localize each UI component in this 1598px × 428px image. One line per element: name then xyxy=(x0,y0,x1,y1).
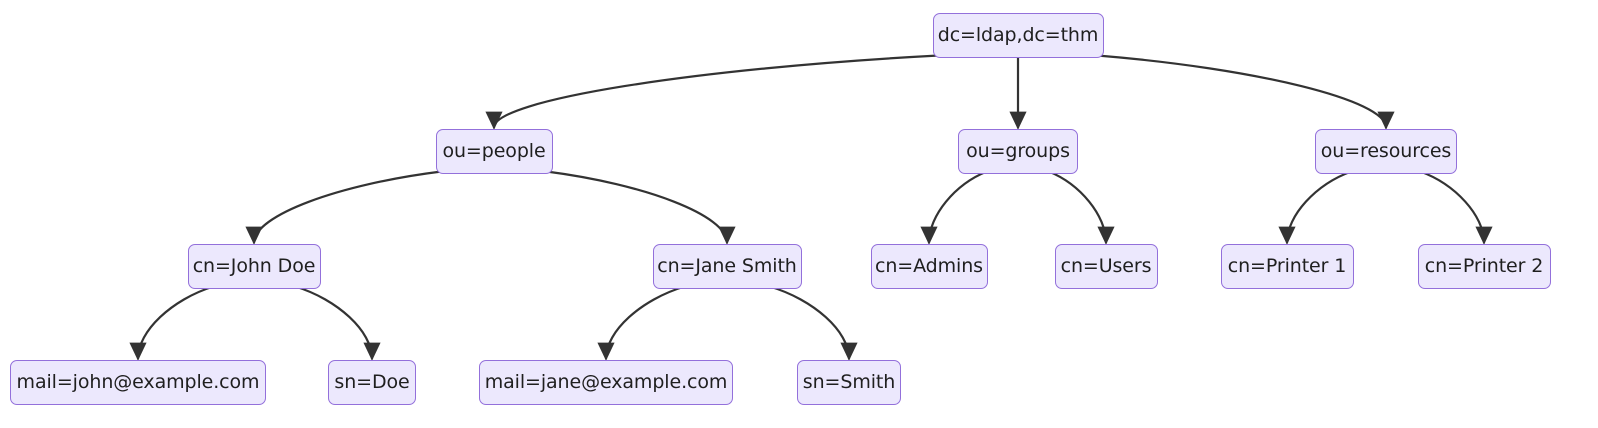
node-people[interactable]: ou=people xyxy=(435,128,553,174)
node-label-printer2: cn=Printer 2 xyxy=(1424,254,1544,277)
node-johnmail[interactable]: mail=john@example.com xyxy=(10,359,266,405)
node-label-johnmail: mail=john@example.com xyxy=(16,370,260,393)
edge-resources-to-printer2 xyxy=(1419,170,1493,245)
edge-jane-to-janemail xyxy=(597,285,686,361)
node-groups[interactable]: ou=groups xyxy=(958,128,1078,174)
node-label-johnsn: sn=Doe xyxy=(334,370,410,393)
node-admins[interactable]: cn=Admins xyxy=(870,243,988,289)
node-label-janemail: mail=jane@example.com xyxy=(484,370,728,393)
edge-people-to-jane xyxy=(545,170,736,245)
node-label-groups: ou=groups xyxy=(966,139,1070,162)
node-jane[interactable]: cn=Jane Smith xyxy=(652,243,802,289)
edge-groups-to-users xyxy=(1047,170,1115,245)
edge-people-to-john xyxy=(245,170,443,245)
node-users[interactable]: cn=Users xyxy=(1054,243,1158,289)
edge-root-to-people xyxy=(485,54,940,130)
node-label-people: ou=people xyxy=(442,139,546,162)
node-label-janesn: sn=Smith xyxy=(802,370,896,393)
node-label-john: cn=John Doe xyxy=(192,254,316,277)
node-printer2[interactable]: cn=Printer 2 xyxy=(1417,243,1551,289)
edge-john-to-johnmail xyxy=(129,285,215,361)
node-label-printer1: cn=Printer 1 xyxy=(1227,254,1347,277)
edge-resources-to-printer1 xyxy=(1278,170,1353,245)
edge-john-to-johnsn xyxy=(294,285,381,361)
node-label-root: dc=ldap,dc=thm xyxy=(937,23,1099,46)
edge-groups-to-admins xyxy=(920,170,988,245)
node-root[interactable]: dc=ldap,dc=thm xyxy=(932,12,1104,58)
node-label-users: cn=Users xyxy=(1060,254,1152,277)
node-label-jane: cn=Jane Smith xyxy=(657,254,797,277)
node-johnsn[interactable]: sn=Doe xyxy=(328,359,416,405)
edge-root-to-resources xyxy=(1096,54,1395,130)
node-printer1[interactable]: cn=Printer 1 xyxy=(1220,243,1354,289)
node-label-admins: cn=Admins xyxy=(875,254,983,277)
node-john[interactable]: cn=John Doe xyxy=(187,243,321,289)
node-janesn[interactable]: sn=Smith xyxy=(797,359,901,405)
node-label-resources: ou=resources xyxy=(1320,139,1452,162)
edge-paths xyxy=(129,54,1493,361)
edge-jane-to-janesn xyxy=(768,285,858,361)
node-resources[interactable]: ou=resources xyxy=(1315,128,1457,174)
node-janemail[interactable]: mail=jane@example.com xyxy=(479,359,733,405)
